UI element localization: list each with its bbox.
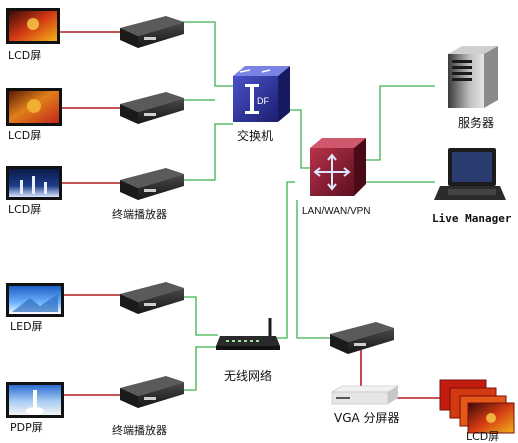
- pdp-screen: [6, 382, 64, 418]
- lcd-screen-2: [6, 88, 62, 126]
- media-player-6: [330, 322, 394, 354]
- media-player-icon: [120, 16, 184, 48]
- led-label: LED屏: [10, 320, 43, 333]
- vga-splitter-icon: [330, 385, 400, 405]
- net-link-router-server: [360, 85, 435, 161]
- wireless-label: 无线网络: [224, 368, 272, 383]
- router: [310, 138, 366, 196]
- wireless-ap: [216, 318, 280, 350]
- led-screen: [6, 283, 64, 317]
- live-manager-label: Live Manager: [432, 212, 512, 225]
- media-player-2: [120, 92, 184, 124]
- media-player-icon: [120, 376, 184, 408]
- pdp-label: PDP屏: [10, 421, 43, 434]
- switch: DF: [233, 66, 290, 122]
- media-player-icon: [120, 168, 184, 200]
- lcd-wall: [439, 379, 515, 434]
- server: [448, 46, 498, 108]
- media-player-1: [120, 16, 184, 48]
- vga-splitter: [330, 385, 400, 405]
- media-player-5: [120, 376, 184, 408]
- media-player-icon: [120, 92, 184, 124]
- net-link-router-player: [296, 200, 333, 339]
- lcd-label-1: LCD屏: [8, 49, 41, 62]
- laptop-icon: [434, 148, 506, 200]
- net-link-player1: [180, 21, 233, 87]
- net-link-pdp-player: [182, 346, 218, 391]
- switch-icon: DF: [233, 66, 290, 122]
- media-player-icon: [330, 322, 394, 354]
- net-link-player3: [184, 123, 233, 181]
- router-icon: [310, 138, 366, 196]
- player-label-bottom: 终端播放器: [112, 423, 167, 437]
- laptop: [434, 148, 506, 200]
- lcd-label-2: LCD屏: [8, 129, 41, 142]
- media-player-icon: [120, 282, 184, 314]
- switch-label: 交换机: [237, 128, 273, 143]
- server-label: 服务器: [458, 115, 494, 130]
- lcd-screen-1: [6, 8, 60, 44]
- video-links: [60, 31, 440, 399]
- net-link-router-lan: [277, 181, 295, 339]
- wireless-ap-icon: [216, 318, 280, 350]
- vga-splitter-label: VGA 分屏器: [334, 411, 400, 425]
- lcd-screen-3: [6, 166, 62, 200]
- network-links: [180, 21, 435, 391]
- switch-mark: DF: [257, 96, 269, 106]
- monitor-icon: [439, 379, 515, 434]
- media-player-4: [120, 282, 184, 314]
- net-link-led-player: [184, 296, 218, 336]
- server-tower-icon: [448, 46, 498, 108]
- router-label: LAN/WAN/VPN: [302, 206, 371, 217]
- lcd-label-3: LCD屏: [8, 203, 41, 216]
- net-link-switch-router: [288, 109, 310, 169]
- lcd-wall-label: LCD屏: [466, 430, 499, 443]
- media-player-3: [120, 168, 184, 200]
- player-label-top: 终端播放器: [112, 207, 167, 221]
